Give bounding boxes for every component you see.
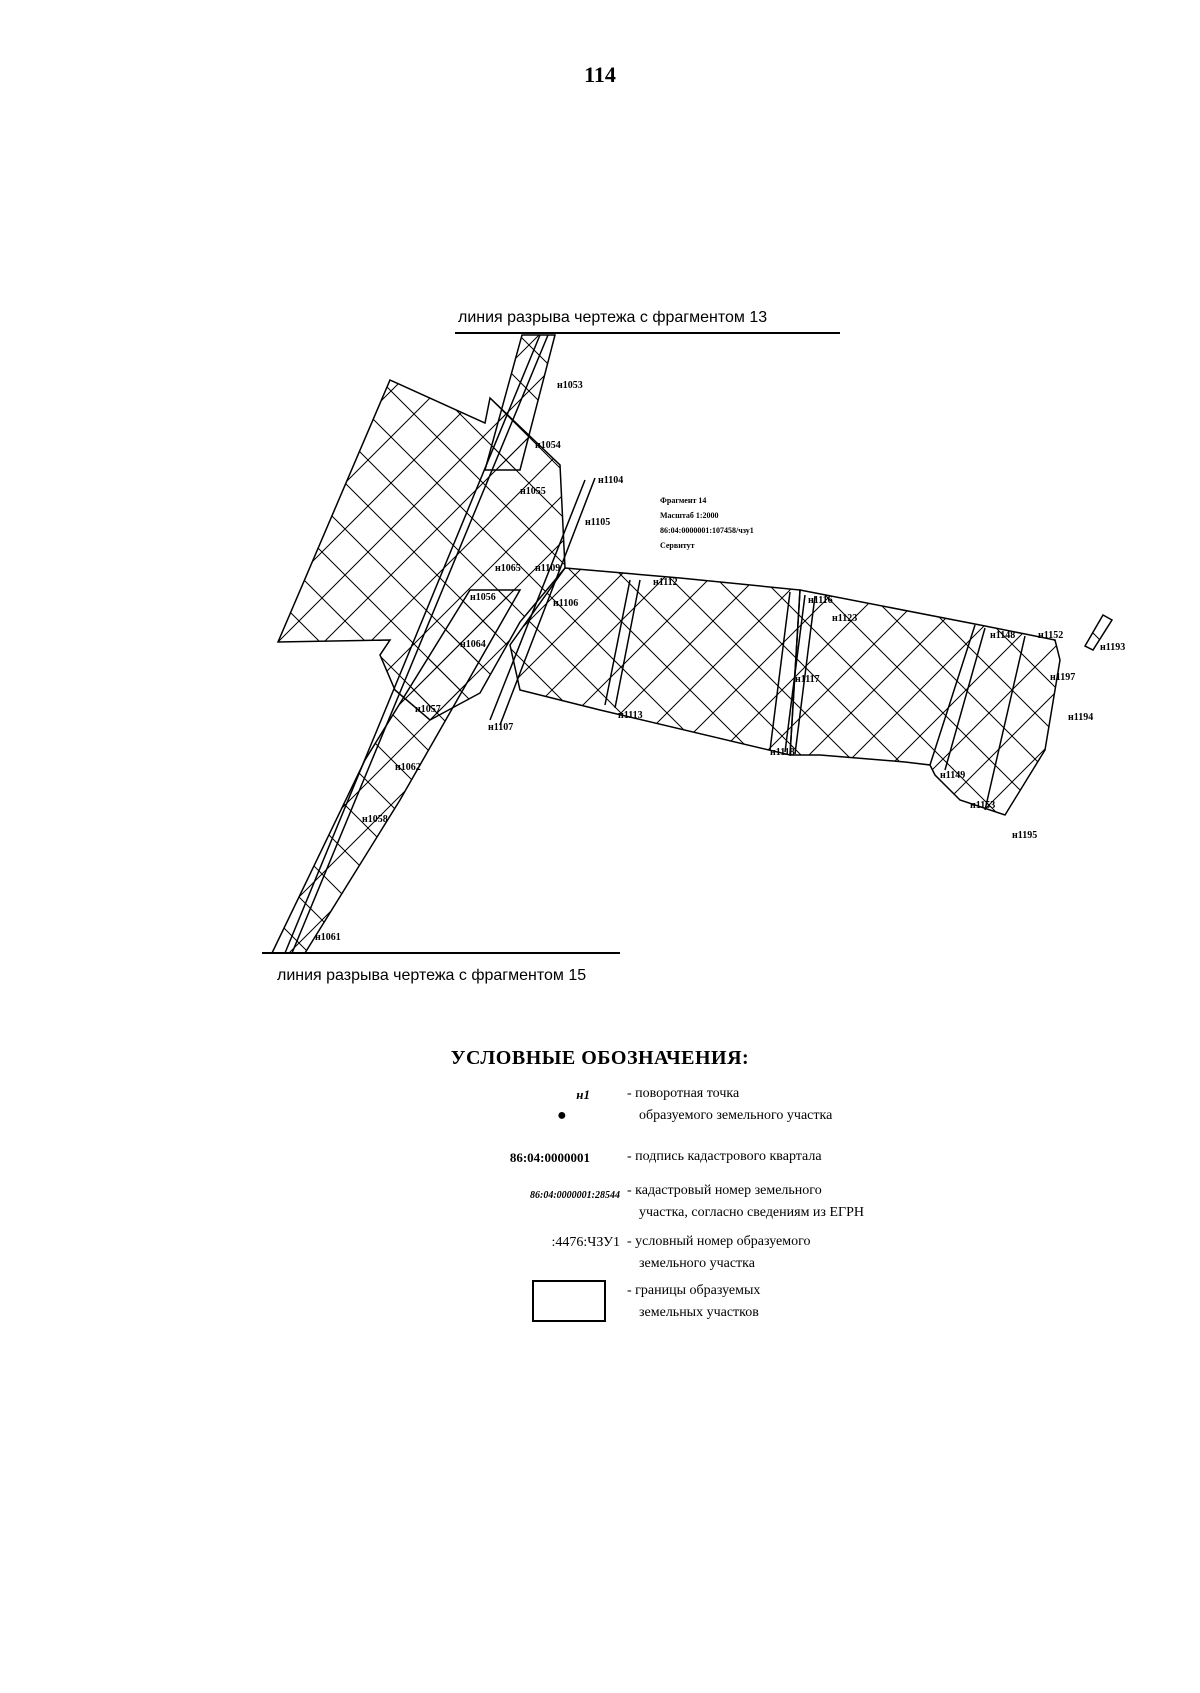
strip-northeast [1083, 613, 1114, 651]
top-break-label: линия разрыва чертежа с фрагментом 13 [458, 309, 768, 326]
fragment-servitude: Сервитут [660, 541, 695, 550]
legend-desc-quarter: - подпись кадастрового квартала [627, 1149, 822, 1164]
point-label: н1057 [415, 704, 441, 715]
point-label: н1104 [598, 475, 623, 486]
point-label: н1112 [653, 577, 678, 588]
point-label: н1195 [1012, 830, 1037, 841]
legend-title: УСЛОВНЫЕ ОБОЗНАЧЕНИЯ: [450, 1047, 750, 1069]
legend-symbol-conditional-number: :4476:ЧЗУ1 [551, 1235, 620, 1250]
point-marker-icon: ● [557, 1107, 567, 1124]
point-label: н1062 [395, 762, 421, 773]
fragment-title: Фрагмент 14 [660, 496, 706, 505]
legend-symbol-quarter: 86:04:0000001 [509, 1150, 590, 1165]
point-label: н1194 [1068, 712, 1093, 723]
bottom-break-label: линия разрыва чертежа с фрагментом 15 [277, 967, 587, 984]
parcel-center [509, 567, 801, 756]
point-label: н1153 [970, 800, 995, 811]
cadastral-map: Фрагмент 14 Масштаб 1:2000 86:04:0000001… [262, 332, 1125, 954]
legend-symbol-cadastral-number: 86:04:0000001:28544 [530, 1190, 620, 1201]
page-number: 114 [584, 62, 616, 87]
point-label: н1107 [488, 722, 513, 733]
boundary-lines [284, 334, 1026, 954]
point-label: н1065 [495, 563, 521, 574]
point-label: н1055 [520, 486, 546, 497]
point-label: н1056 [470, 592, 496, 603]
point-label: н1118 [770, 747, 795, 758]
point-label: н1106 [553, 598, 578, 609]
legend-symbol-turning-point: н1 [576, 1087, 590, 1102]
point-label: н1148 [990, 630, 1015, 641]
point-label: н1061 [315, 932, 341, 943]
point-label: н1117 [795, 674, 820, 685]
point-label: н1058 [362, 814, 388, 825]
point-label: н1064 [460, 639, 486, 650]
point-label: н1123 [832, 613, 857, 624]
point-label: н1054 [535, 440, 561, 451]
fragment-cadastral-number: 86:04:0000001:107458/чзу1 [660, 526, 754, 535]
legend-boundary-swatch [532, 1280, 606, 1322]
parcel-east [789, 589, 1061, 816]
point-label: н1152 [1038, 630, 1063, 641]
point-label: н1193 [1100, 642, 1125, 653]
fragment-scale: Масштаб 1:2000 [660, 511, 719, 520]
point-label: н1116 [808, 595, 833, 606]
point-label: н1109 [535, 563, 560, 574]
point-label: н1197 [1050, 672, 1075, 683]
point-label: н1053 [557, 380, 583, 391]
point-label: н1149 [940, 770, 965, 781]
point-labels: н1053 н1054 н1055 н1104 н1105 н1065 н110… [315, 380, 1125, 943]
point-label: н1113 [618, 710, 643, 721]
point-label: н1105 [585, 517, 610, 528]
